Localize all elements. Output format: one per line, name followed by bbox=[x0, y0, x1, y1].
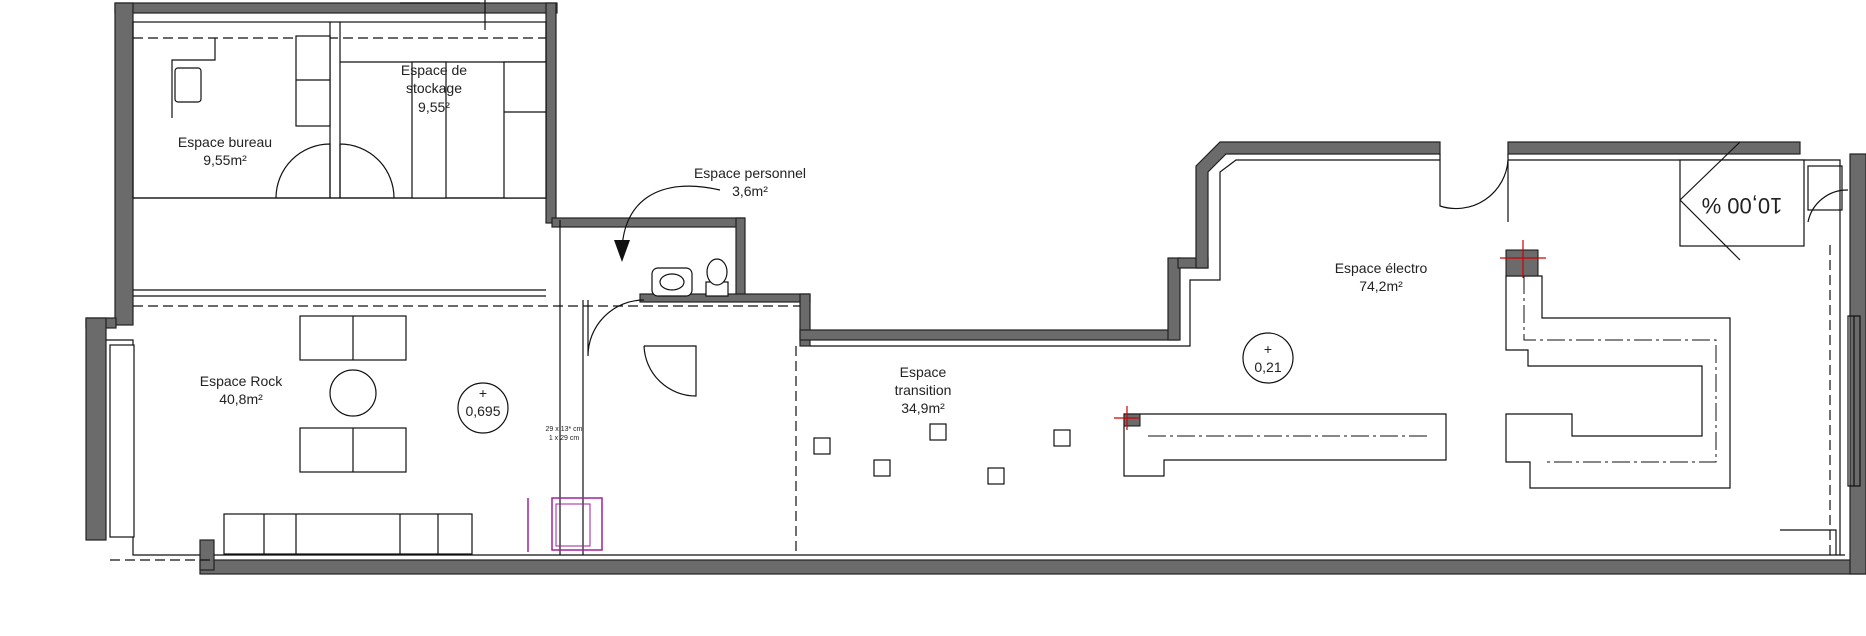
wc-toilet-bowl bbox=[706, 258, 728, 286]
room-bureau-area: 9,55m² bbox=[203, 152, 247, 168]
rock-bench-west bbox=[109, 344, 135, 538]
office-chair bbox=[174, 67, 202, 103]
transition-column-5 bbox=[1053, 429, 1071, 447]
ramp-diag-1 bbox=[1679, 141, 1741, 201]
room-personnel-area: 3,6m² bbox=[732, 183, 768, 199]
transition-column-1 bbox=[813, 437, 831, 455]
door-office bbox=[275, 143, 331, 199]
room-labels: Espace bureau 9,55m² Espace de stockage … bbox=[178, 62, 1428, 416]
transition-column-2 bbox=[873, 459, 891, 477]
electro-counter-right bbox=[1505, 275, 1731, 489]
electro-counter-end bbox=[1123, 413, 1141, 427]
south-wall bbox=[199, 559, 1866, 575]
electro-east-inner bbox=[1508, 159, 1841, 555]
room-bureau-name: Espace bureau bbox=[178, 134, 272, 150]
cabinet-tag-1: 29 x 13* cm bbox=[546, 426, 583, 433]
ramp-slope-label: 10,00 % bbox=[1702, 193, 1783, 218]
electro-corner-notch bbox=[1780, 529, 1837, 555]
transition-north-wall bbox=[799, 329, 1179, 341]
electro-north-west-wall bbox=[1195, 141, 1441, 269]
west-wall-upper bbox=[114, 2, 134, 326]
office-cabinet bbox=[295, 35, 331, 127]
furniture bbox=[109, 35, 1843, 555]
level-plus-rock: + bbox=[479, 385, 487, 401]
level-markers: + 0,695 + 0,21 bbox=[457, 332, 1294, 434]
wc-east-wall bbox=[735, 217, 746, 301]
door-storage bbox=[339, 143, 395, 199]
room-personnel-name: Espace personnel bbox=[694, 165, 806, 181]
doors bbox=[275, 143, 1849, 397]
electro-counter-head bbox=[1505, 249, 1539, 277]
level-value-rock: 0,695 bbox=[465, 403, 500, 419]
room-rock-area: 40,8m² bbox=[219, 391, 263, 407]
level-circle-rock bbox=[457, 382, 509, 434]
office-desk bbox=[171, 38, 216, 118]
room-electro-name: Espace électro bbox=[1335, 260, 1428, 276]
room-electro-area: 74,2m² bbox=[1359, 278, 1403, 294]
electro-counter-left bbox=[1123, 413, 1447, 477]
south-wall-step bbox=[199, 539, 215, 571]
level-plus-electro: + bbox=[1264, 341, 1272, 357]
electro-north-wall bbox=[1507, 141, 1801, 155]
electro-west-step bbox=[1167, 257, 1181, 341]
corridor-cabinet bbox=[551, 497, 603, 551]
west-wall-lower bbox=[85, 317, 107, 541]
storage-shelf-1 bbox=[411, 61, 447, 199]
room-stockage-name-1: Espace de bbox=[401, 62, 467, 78]
room-transition-name-2: transition bbox=[895, 382, 952, 398]
room-stockage-name-2: stockage bbox=[406, 80, 462, 96]
rock-coffee-table bbox=[329, 369, 377, 417]
wc-sink-basin bbox=[659, 273, 685, 291]
transition-column-4 bbox=[987, 467, 1005, 485]
ramp-diag-2 bbox=[1679, 199, 1741, 261]
red-markers bbox=[1114, 240, 1546, 430]
door-electro-north bbox=[1439, 154, 1509, 210]
electro-counter-right-axis bbox=[1523, 276, 1717, 463]
east-wall-left-block bbox=[545, 2, 557, 224]
top-wall-left-block bbox=[114, 2, 558, 14]
rock-bench-south bbox=[223, 513, 473, 555]
room-rock-name: Espace Rock bbox=[200, 373, 283, 389]
cabinet-tag-2: 1 x 29 cm bbox=[549, 435, 580, 442]
door-wc bbox=[643, 345, 697, 397]
corridor-cabinet-door bbox=[555, 503, 591, 547]
ramp-box bbox=[1679, 159, 1805, 247]
room-stockage-area: 9,55² bbox=[418, 99, 450, 115]
transition-column-3 bbox=[929, 423, 947, 441]
room-transition-name-1: Espace bbox=[900, 364, 947, 380]
exterior-walls bbox=[85, 2, 1866, 575]
storage-shelf-2 bbox=[503, 61, 547, 199]
door-personnel bbox=[587, 299, 645, 357]
wc-arrow-head bbox=[614, 240, 630, 262]
electro-inner-outline bbox=[810, 159, 1440, 347]
east-wall bbox=[1849, 153, 1866, 575]
transition-north-step bbox=[799, 293, 811, 347]
room-transition-area: 34,9m² bbox=[901, 400, 945, 416]
wc-arrow-line bbox=[621, 185, 721, 259]
level-value-electro: 0,21 bbox=[1254, 359, 1281, 375]
wc-top-wall bbox=[551, 217, 745, 228]
ramp-notch bbox=[1807, 165, 1843, 211]
level-circle-electro bbox=[1242, 332, 1294, 384]
